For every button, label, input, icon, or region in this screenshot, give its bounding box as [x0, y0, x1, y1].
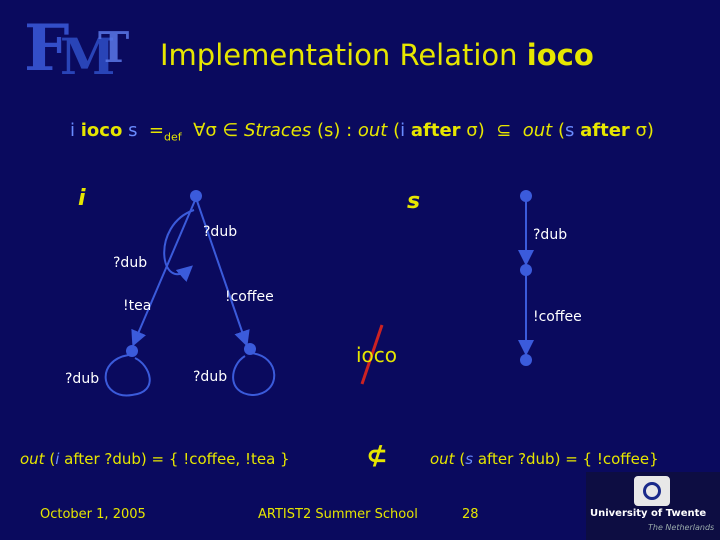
ioco-definition: i ioco s =def ∀σ ∈ Straces (s) : out (i …	[70, 120, 654, 144]
edge-dub-left-loop	[104, 354, 151, 397]
node-i-right	[244, 343, 256, 355]
svg-text:M: M	[60, 27, 115, 78]
spec-name: s	[407, 189, 421, 214]
edge-tea	[131, 197, 197, 347]
university-name: University of Twente	[590, 508, 707, 519]
footer-date: October 1, 2005	[40, 507, 146, 522]
node-s-root	[520, 190, 532, 202]
result-spec: out (s after ?dub) = { !coffee}	[430, 450, 659, 468]
impl-name: i	[78, 186, 86, 211]
svg-text:T: T	[98, 23, 129, 72]
label-dub-loop: ?dub	[113, 255, 148, 271]
node-s-end	[520, 354, 532, 366]
ut-emblem-icon	[634, 476, 670, 506]
label-s-coffee: !coffee	[533, 309, 582, 325]
not-subset-symbol: ⊄	[366, 441, 388, 471]
page-title: Implementation Relation ioco	[160, 38, 594, 72]
ioco-strikethrough	[360, 324, 384, 385]
fmt-logo: F M T	[24, 11, 129, 78]
label-coffee: !coffee	[225, 289, 274, 305]
label-s-dub: ?dub	[533, 227, 568, 243]
ioco-label: ioco	[356, 343, 398, 367]
label-dub-right: ?dub	[193, 369, 228, 385]
edge-dub-right-loop	[232, 352, 276, 397]
node-i-root	[190, 190, 202, 202]
node-s-mid	[520, 264, 532, 276]
svg-text:F: F	[24, 11, 69, 78]
footer-event: ARTIST2 Summer School	[258, 507, 418, 522]
university-logo: University of Twente The Netherlands	[586, 472, 720, 540]
label-dub-top: ?dub	[203, 224, 238, 240]
result-impl: out (i after ?dub) = { !coffee, !tea }	[20, 450, 290, 468]
university-country: The Netherlands	[648, 523, 715, 532]
edge-coffee	[195, 197, 250, 347]
label-dub-left: ?dub	[65, 371, 100, 387]
edge-dub-loop	[163, 209, 195, 282]
node-i-left	[126, 345, 138, 357]
page-number: 28	[462, 507, 479, 522]
label-tea: !tea	[123, 298, 152, 314]
